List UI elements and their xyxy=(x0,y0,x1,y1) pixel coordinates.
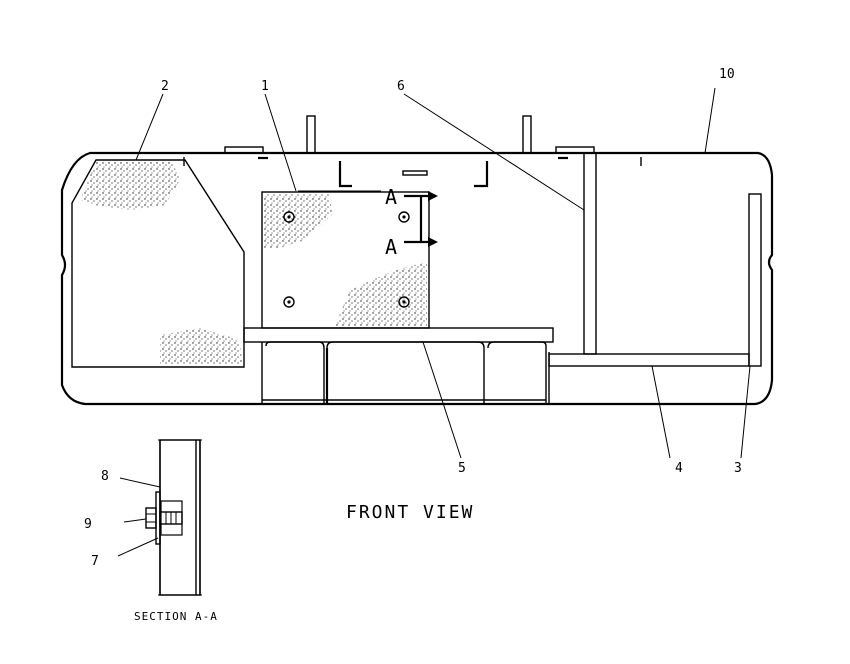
part-1-center-plate xyxy=(261,191,430,329)
part-6-divider xyxy=(583,152,597,355)
bottom-channels xyxy=(261,341,550,404)
part-2-left-panel xyxy=(71,159,245,368)
bolt-icon xyxy=(398,296,410,308)
callout-10: 10 xyxy=(719,67,735,82)
arrow-right-icon xyxy=(428,237,438,247)
section-marker-bottom: A xyxy=(385,235,397,259)
callout-9: 9 xyxy=(84,517,92,532)
callout-1: 1 xyxy=(261,79,269,94)
callout-2: 2 xyxy=(161,79,169,94)
callout-4: 4 xyxy=(675,461,683,476)
top-features xyxy=(183,115,642,188)
view-title: FRONT VIEW xyxy=(346,502,474,523)
bolt-icon xyxy=(283,296,295,308)
leader-lines xyxy=(135,87,751,459)
section-marker-top: A xyxy=(385,185,397,209)
part-3-right-wall xyxy=(748,193,762,367)
section-cut-marker: A A xyxy=(385,185,438,259)
part-5-shelf xyxy=(243,327,554,343)
body-outline xyxy=(60,151,774,406)
callout-7: 7 xyxy=(91,554,99,569)
part-4-floor xyxy=(548,353,750,367)
callout-6: 6 xyxy=(397,79,405,94)
callout-3: 3 xyxy=(734,461,742,476)
bolt-icon xyxy=(398,211,410,223)
callout-8: 8 xyxy=(101,469,109,484)
callout-5: 5 xyxy=(458,461,466,476)
section-detail xyxy=(117,439,202,596)
arrow-right-icon xyxy=(428,191,438,201)
bolt-icon xyxy=(283,211,295,223)
section-title: SECTION A-A xyxy=(134,610,218,623)
